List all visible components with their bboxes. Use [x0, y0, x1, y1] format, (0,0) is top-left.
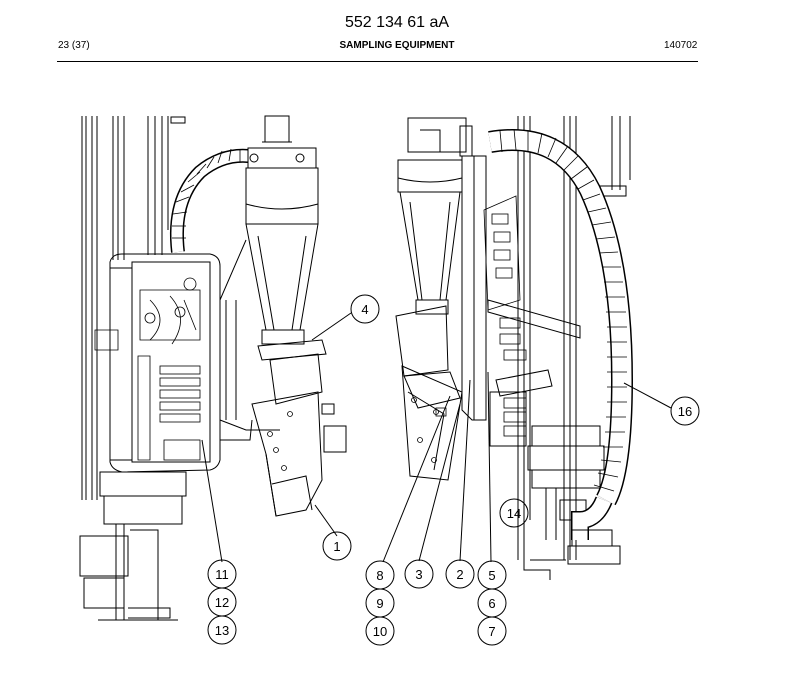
- callout-4: 4: [350, 294, 380, 324]
- svg-text:14: 14: [507, 506, 521, 521]
- svg-text:9: 9: [376, 596, 383, 611]
- callout-13: 13: [207, 615, 237, 645]
- svg-text:12: 12: [215, 595, 229, 610]
- svg-text:11: 11: [215, 567, 229, 582]
- callout-10: 10: [365, 616, 395, 646]
- svg-text:10: 10: [373, 624, 387, 639]
- header-rule: [57, 61, 698, 62]
- callout-5: 5: [477, 560, 507, 590]
- svg-text:16: 16: [678, 404, 692, 419]
- left-assembly-drawing: [79, 115, 347, 621]
- callout-circles: 4 16 14 1 11 12 13 8: [207, 294, 700, 646]
- svg-text:8: 8: [376, 568, 383, 583]
- callout-16: 16: [670, 396, 700, 426]
- svg-text:2: 2: [456, 567, 463, 582]
- svg-text:3: 3: [415, 567, 422, 582]
- callout-9: 9: [365, 588, 395, 618]
- leader-lines: [201, 312, 672, 563]
- svg-text:1: 1: [333, 539, 340, 554]
- svg-text:4: 4: [361, 302, 368, 317]
- section-title: SAMPLING EQUIPMENT: [339, 40, 455, 51]
- page-count: 23 (37): [58, 40, 90, 51]
- svg-text:13: 13: [215, 623, 229, 638]
- right-assembly-drawing: [395, 116, 634, 580]
- callout-11: 11: [207, 559, 237, 589]
- svg-text:7: 7: [488, 624, 495, 639]
- callout-1: 1: [322, 531, 352, 561]
- callout-7: 7: [477, 616, 507, 646]
- callout-8: 8: [365, 560, 395, 590]
- document-number: 552 134 61 aA: [344, 14, 450, 31]
- svg-text:5: 5: [488, 568, 495, 583]
- svg-text:6: 6: [488, 596, 495, 611]
- callout-2: 2: [445, 559, 475, 589]
- callout-3: 3: [404, 559, 434, 589]
- callout-6: 6: [477, 588, 507, 618]
- callout-12: 12: [207, 587, 237, 617]
- document-date: 140702: [664, 40, 698, 51]
- callout-14: 14: [499, 498, 529, 528]
